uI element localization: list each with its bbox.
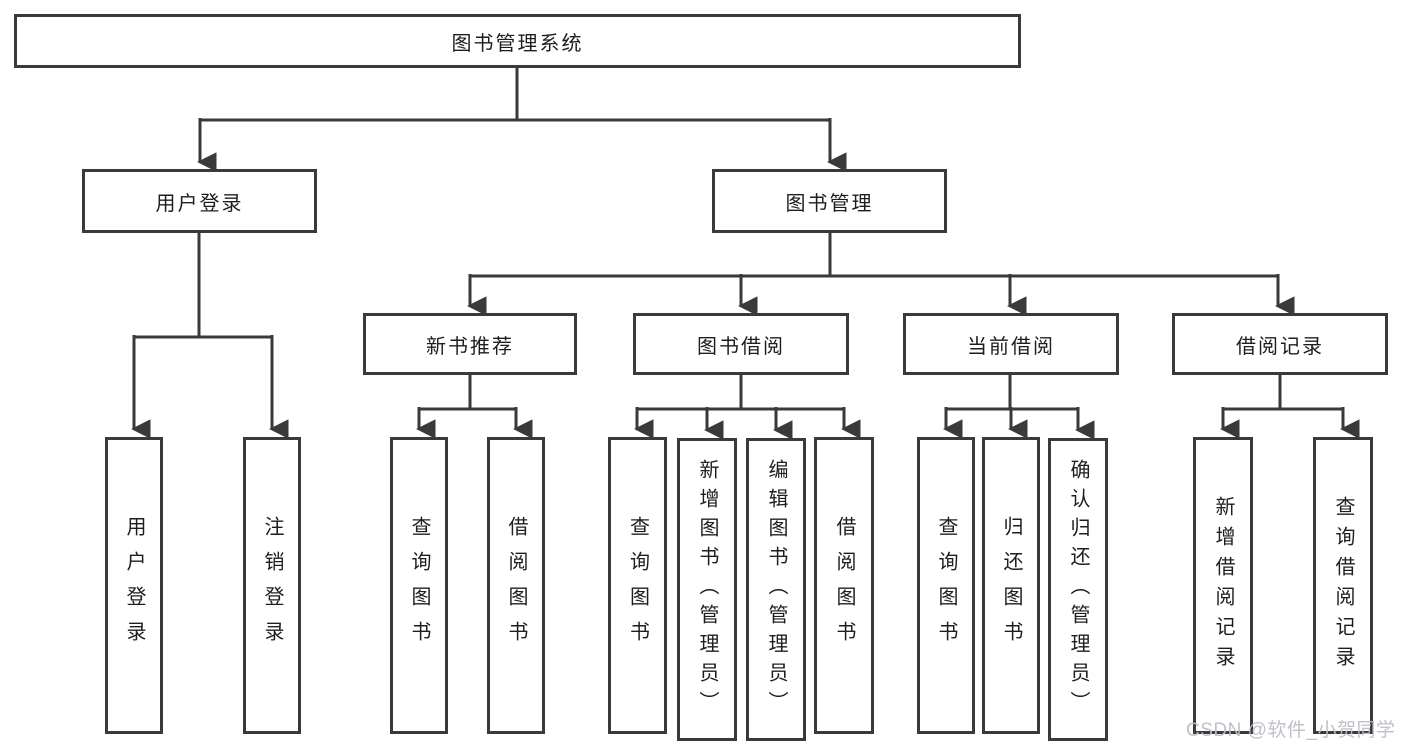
leaf-query-borrow-record-label: 查询借阅记录 (1332, 495, 1354, 676)
node-current-borrow: 当前借阅 (903, 313, 1119, 375)
node-root: 图书管理系统 (14, 14, 1021, 68)
leaf-borrow-books-label: 借阅图书 (833, 515, 855, 656)
leaf-user-login-label: 用户登录 (123, 515, 145, 656)
leaf-query-books-current: 查询图书 (917, 437, 975, 734)
node-borrow-records: 借阅记录 (1172, 313, 1388, 375)
leaf-borrow-books-recommend: 借阅图书 (487, 437, 545, 734)
leaf-edit-book-admin-label: 编辑图书（管理员） (765, 459, 787, 720)
leaf-query-books-borrow-label: 查询图书 (626, 515, 649, 656)
leaf-confirm-return-admin: 确认归还（管理员） (1048, 438, 1108, 741)
leaf-borrow-books: 借阅图书 (814, 437, 874, 734)
leaf-query-books-recommend: 查询图书 (390, 437, 448, 734)
leaf-user-login: 用户登录 (105, 437, 163, 734)
leaf-add-borrow-record: 新增借阅记录 (1193, 437, 1253, 734)
leaf-borrow-books-recommend-label: 借阅图书 (505, 515, 527, 656)
leaf-logout-label: 注销登录 (261, 515, 283, 656)
leaf-query-books-borrow: 查询图书 (608, 437, 667, 734)
node-user-login: 用户登录 (82, 169, 317, 233)
node-new-book-recommend: 新书推荐 (363, 313, 577, 375)
leaf-edit-book-admin: 编辑图书（管理员） (746, 438, 806, 741)
leaf-return-books: 归还图书 (982, 437, 1040, 734)
leaf-return-books-label: 归还图书 (1000, 515, 1022, 656)
leaf-add-borrow-record-label: 新增借阅记录 (1212, 495, 1234, 676)
node-book-management: 图书管理 (712, 169, 947, 233)
leaf-query-borrow-record: 查询借阅记录 (1313, 437, 1373, 734)
leaf-logout: 注销登录 (243, 437, 301, 734)
leaf-confirm-return-admin-label: 确认归还（管理员） (1067, 459, 1089, 720)
leaf-add-book-admin: 新增图书（管理员） (677, 438, 737, 741)
csdn-watermark: CSDN @软件_小贺同学 (1186, 720, 1396, 741)
leaf-query-books-recommend-label: 查询图书 (408, 515, 430, 656)
leaf-query-books-current-label: 查询图书 (935, 515, 957, 656)
leaf-add-book-admin-label: 新增图书（管理员） (696, 459, 718, 720)
node-book-borrow: 图书借阅 (633, 313, 849, 375)
